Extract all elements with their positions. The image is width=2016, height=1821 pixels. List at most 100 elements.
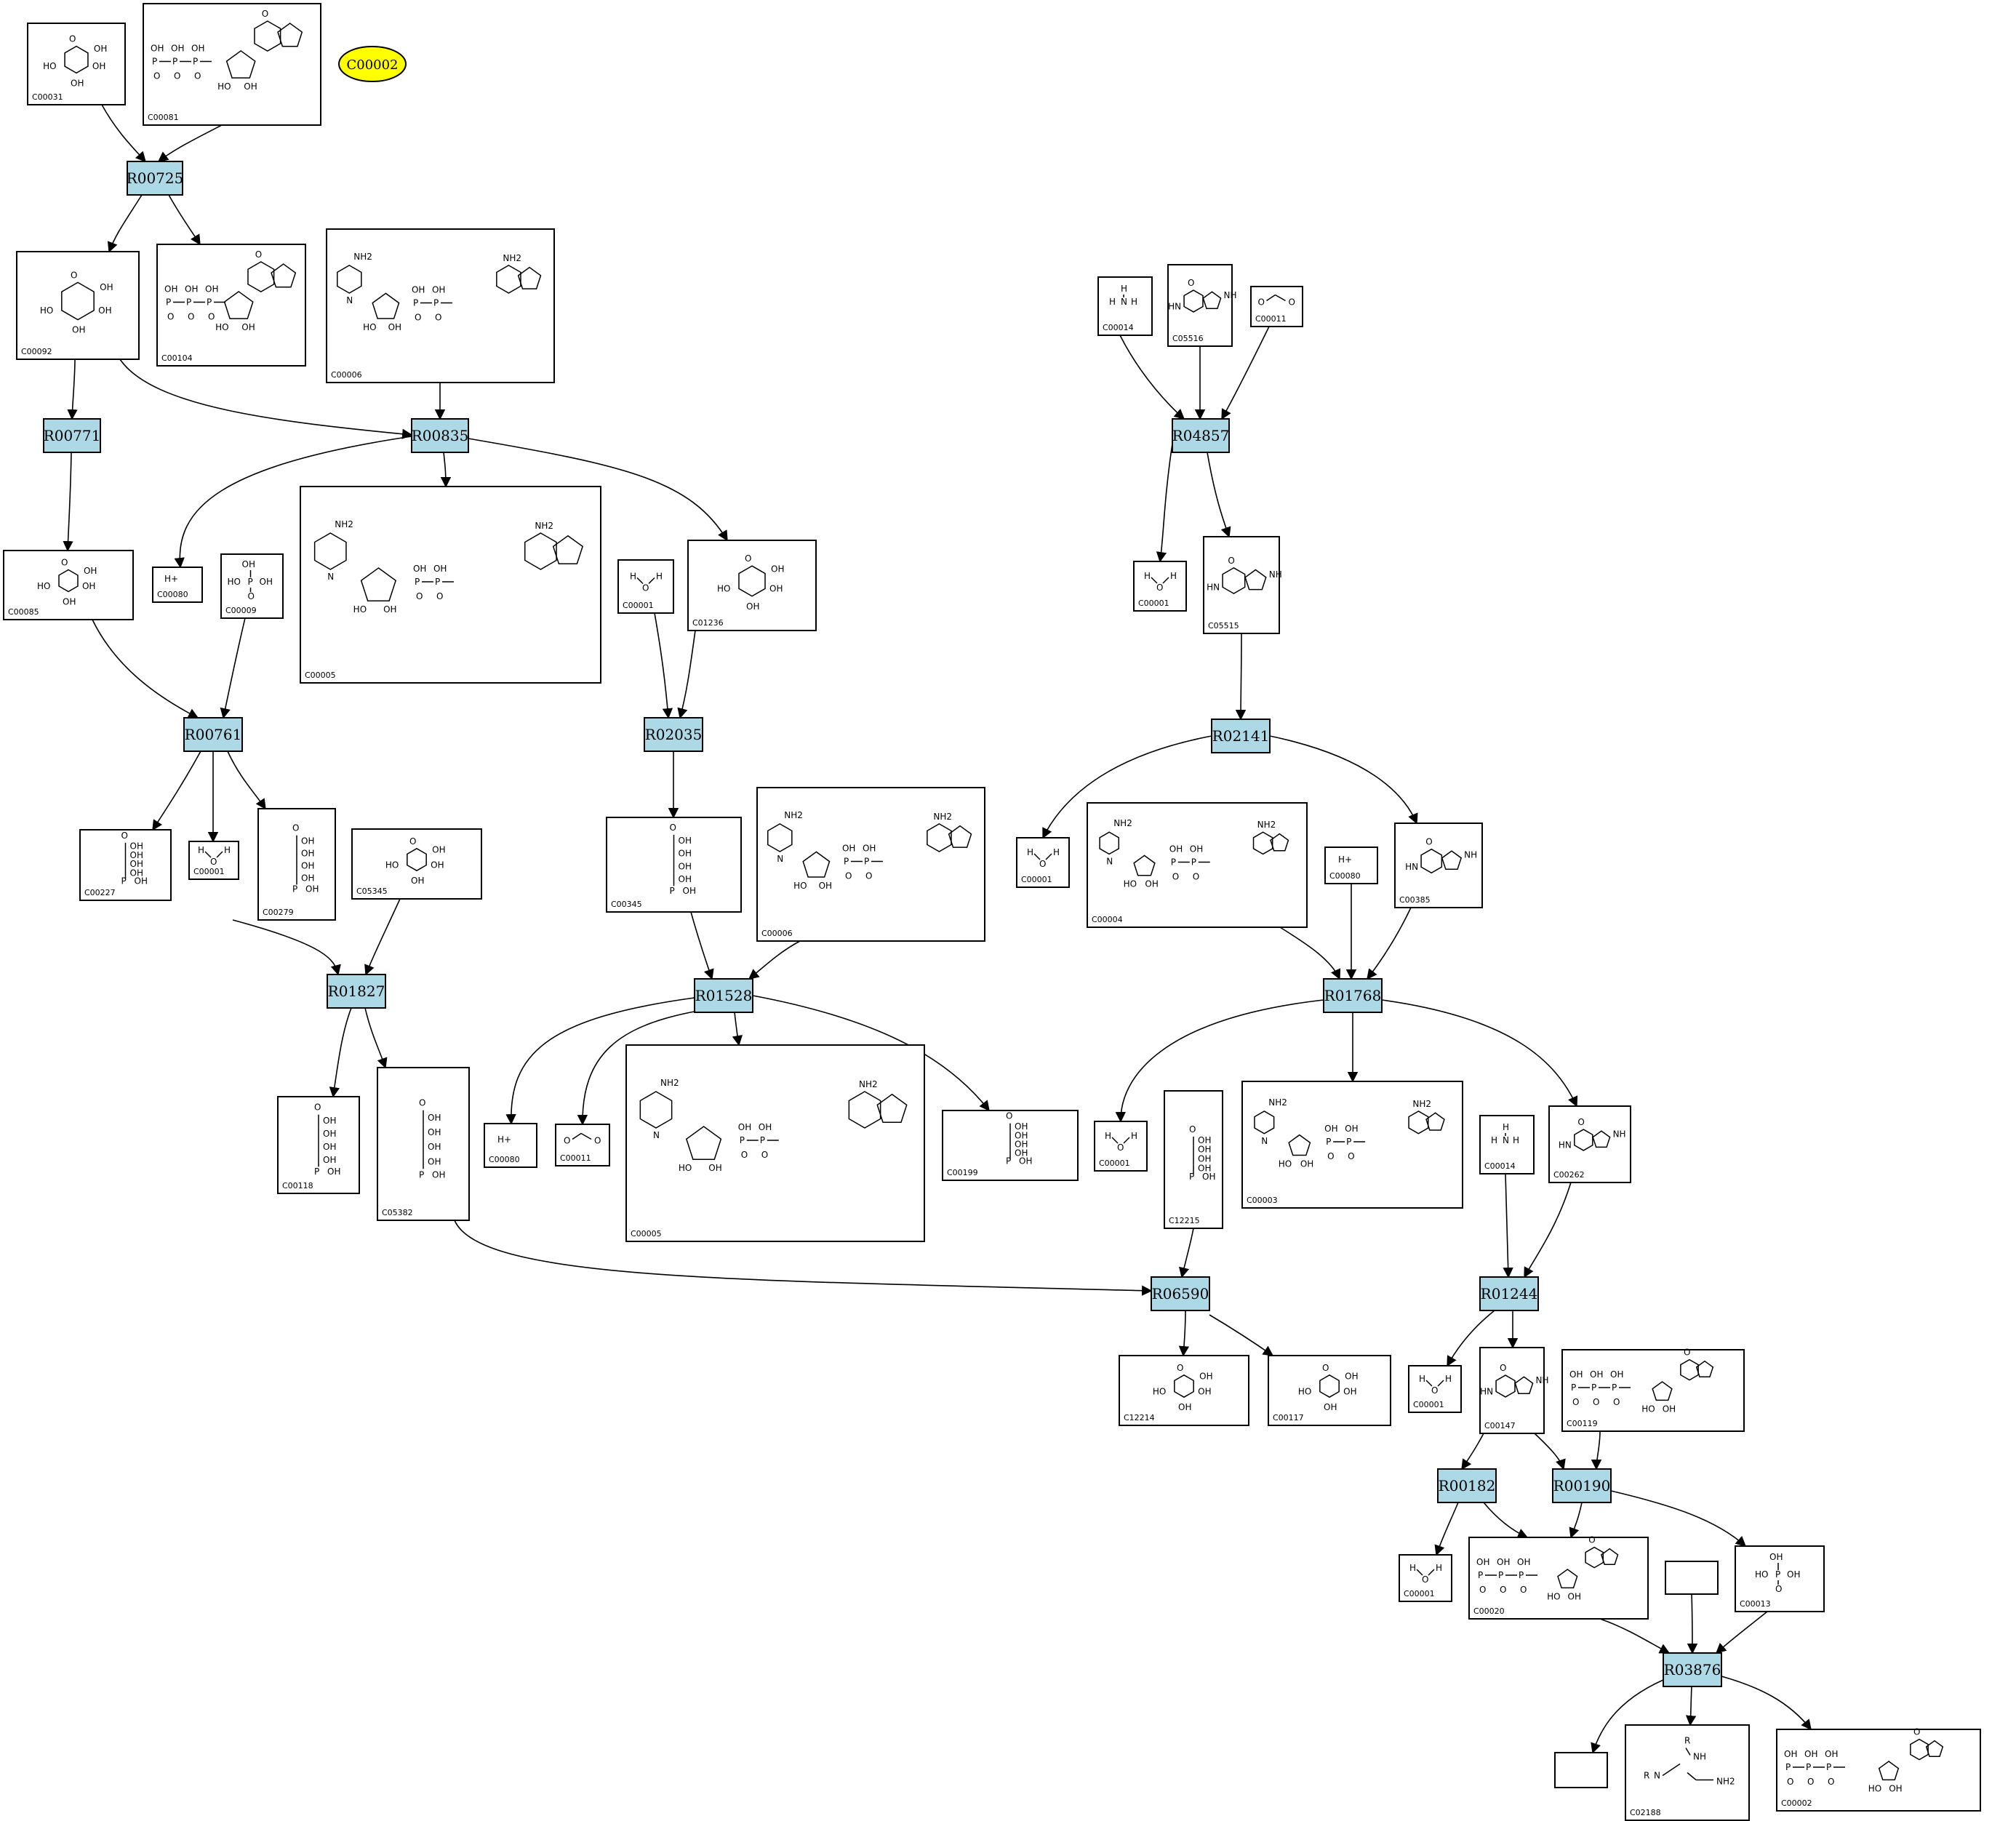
reaction-box[interactable] — [1663, 1652, 1722, 1687]
compound-box[interactable] — [1133, 561, 1187, 612]
compound-box[interactable] — [1094, 1121, 1148, 1172]
compound-box[interactable] — [687, 540, 817, 631]
reaction-box[interactable] — [183, 717, 243, 752]
reaction-node[interactable]: R02141 — [1211, 719, 1271, 753]
highlight-ellipse[interactable] — [338, 46, 407, 82]
compound-box[interactable] — [1408, 1365, 1462, 1413]
compound-box[interactable] — [555, 1124, 610, 1166]
reaction-box[interactable] — [1211, 719, 1271, 753]
compound-box[interactable] — [1394, 823, 1483, 908]
compound-box[interactable] — [1167, 264, 1233, 347]
compound-box[interactable] — [1087, 802, 1308, 928]
reaction-node[interactable]: R01528 — [694, 978, 753, 1013]
compound-box[interactable] — [484, 1123, 537, 1168]
compound-box[interactable] — [1776, 1729, 1981, 1812]
compound-box[interactable] — [3, 550, 134, 620]
compound-box[interactable] — [188, 841, 239, 880]
reaction-node[interactable]: R01244 — [1479, 1276, 1539, 1311]
reaction-node[interactable]: R00190 — [1552, 1468, 1612, 1503]
compound-box[interactable] — [625, 1044, 925, 1242]
compound-box[interactable] — [1119, 1355, 1249, 1426]
reaction-node[interactable]: R00725 — [127, 161, 184, 196]
reaction-box[interactable] — [644, 717, 703, 752]
reaction-box[interactable] — [1437, 1468, 1497, 1503]
reaction-node[interactable]: R06590 — [1151, 1276, 1210, 1311]
reaction-box[interactable] — [694, 978, 753, 1013]
compound-node[interactable]: H+C00080 — [152, 567, 203, 603]
compound-box[interactable] — [27, 23, 126, 105]
reaction-node[interactable]: R02035 — [644, 717, 703, 752]
compound-box[interactable] — [1479, 1347, 1545, 1434]
compound-box[interactable] — [152, 567, 203, 603]
compound-box[interactable] — [156, 244, 306, 367]
reaction-box[interactable] — [1552, 1468, 1612, 1503]
compound-box[interactable] — [1268, 1355, 1391, 1426]
compound-box[interactable] — [16, 251, 140, 360]
compound-box[interactable] — [143, 3, 321, 126]
reaction-box[interactable] — [327, 974, 386, 1009]
reaction-node[interactable]: R00835 — [411, 418, 469, 453]
reaction-node[interactable]: R00771 — [43, 418, 101, 453]
compound-box[interactable] — [756, 787, 985, 942]
compound-box[interactable] — [326, 228, 555, 383]
unlabeled-compound-box[interactable] — [1554, 1752, 1608, 1788]
compound-box[interactable] — [1735, 1545, 1825, 1612]
compound-box[interactable] — [1097, 276, 1153, 336]
compound-box[interactable] — [1241, 1081, 1463, 1209]
compound-box[interactable] — [1016, 837, 1070, 888]
unlabeled-compound-box[interactable] — [1665, 1561, 1719, 1595]
reaction-box[interactable] — [1172, 418, 1230, 453]
reaction-node[interactable]: R00182 — [1437, 1468, 1497, 1503]
reaction-node[interactable]: R01768 — [1323, 978, 1383, 1013]
reaction-box[interactable] — [1479, 1276, 1539, 1311]
compound-box[interactable] — [1468, 1537, 1649, 1620]
reaction-node[interactable]: R04857 — [1172, 418, 1230, 453]
compound-box[interactable] — [1399, 1554, 1452, 1602]
compound-box[interactable] — [351, 828, 482, 900]
reaction-node[interactable]: R00761 — [183, 717, 243, 752]
compound-box[interactable] — [1479, 1115, 1535, 1174]
compound-box[interactable] — [1250, 286, 1303, 327]
reaction-box[interactable] — [1323, 978, 1383, 1013]
compound-box[interactable] — [300, 486, 601, 684]
compound-box[interactable] — [220, 553, 284, 619]
reaction-box[interactable] — [43, 418, 101, 453]
reaction-box[interactable] — [411, 418, 469, 453]
compound-box[interactable] — [1548, 1105, 1631, 1183]
compound-box[interactable] — [1324, 847, 1378, 884]
highlight-compound-node[interactable]: C00002 — [338, 46, 407, 82]
